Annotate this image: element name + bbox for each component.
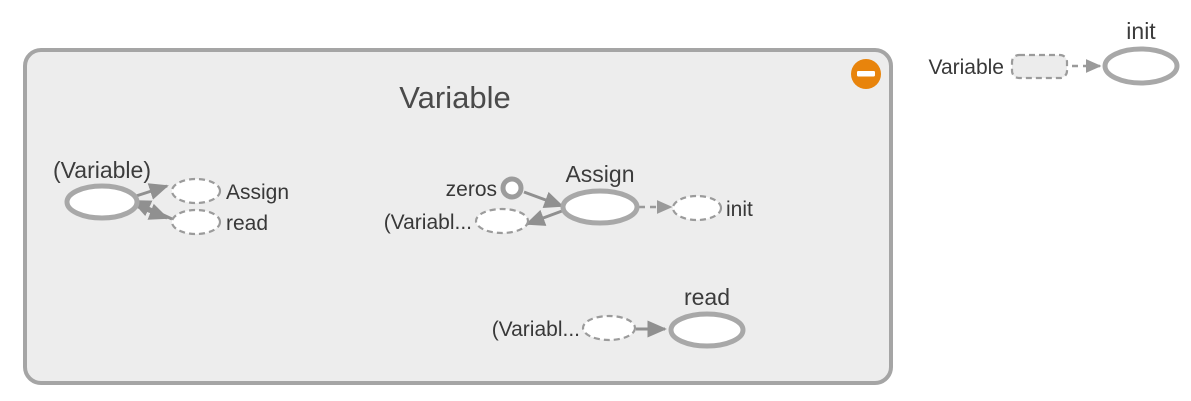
node-init-in-variable-label: Variable (929, 56, 1005, 79)
node-init-main[interactable] (1102, 46, 1180, 86)
minus-bar-icon (857, 71, 875, 77)
collapse-button[interactable] (851, 59, 881, 89)
node-variable-out-read[interactable] (170, 208, 222, 236)
node-variable-out-assign[interactable] (170, 177, 222, 205)
edge-variable-to-assign (132, 183, 169, 200)
cluster-variable-io[interactable]: (Variable) Assign read (53, 157, 289, 236)
cluster-assign[interactable]: zeros (Variabl... Assign init (384, 161, 753, 235)
node-variable-out-read-label: read (226, 212, 268, 235)
node-variable-out-assign-label: Assign (226, 181, 289, 204)
node-assign-main-label: Assign (565, 161, 634, 187)
node-read-main[interactable] (668, 311, 746, 349)
cluster-read[interactable]: (Variabl... read (492, 284, 746, 349)
node-assign-in-variable-label: (Variabl... (384, 211, 472, 234)
group-title: Variable (399, 80, 510, 115)
node-assign-out-init[interactable] (671, 194, 723, 222)
group-container-variable[interactable]: Variable (23, 48, 893, 385)
edge-zeros-to-assign (523, 190, 564, 208)
group-container-rect[interactable] (23, 48, 893, 385)
node-assign-main[interactable] (560, 188, 640, 226)
node-assign-out-init-label: init (726, 198, 753, 221)
edge-assign-to-invariable (525, 209, 563, 226)
node-assign-in-variable[interactable] (474, 207, 530, 235)
node-zeros-label: zeros (446, 178, 497, 201)
cluster-init[interactable]: Variable init (929, 18, 1180, 86)
node-variable-main-label: (Variable) (53, 157, 151, 183)
node-init-in-variable[interactable] (1010, 53, 1069, 80)
node-variable-main[interactable] (64, 183, 140, 221)
node-read-in-variable-label: (Variabl... (492, 318, 580, 341)
node-read-main-label: read (684, 284, 730, 310)
node-read-in-variable[interactable] (581, 314, 637, 342)
edge-read-back-to-variable (131, 199, 173, 221)
node-init-main-label: init (1126, 18, 1156, 44)
node-zeros[interactable] (500, 176, 524, 200)
